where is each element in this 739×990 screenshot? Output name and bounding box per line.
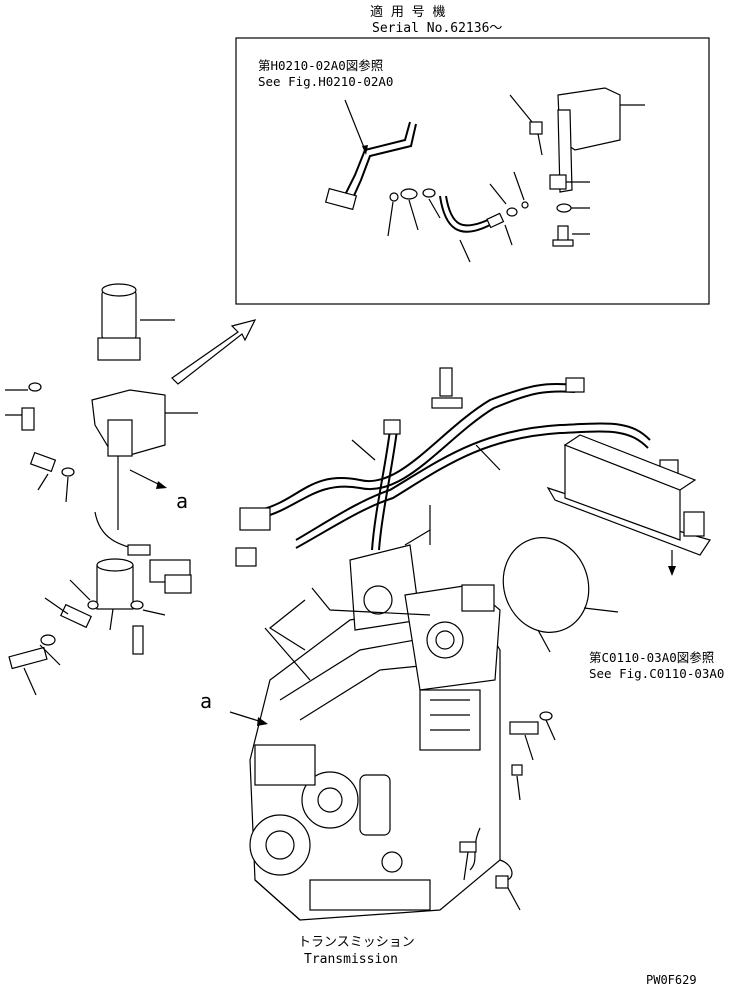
right-bolts xyxy=(459,711,556,911)
inset-ref-en: See Fig.H0210-02A0 xyxy=(258,74,393,89)
footer-title-en: Transmission xyxy=(304,952,398,967)
cooler-ref-jp: 第C0110-03A0図参照 xyxy=(589,650,714,665)
view-a-main-label: a xyxy=(200,689,212,713)
inset-pipe xyxy=(324,99,417,211)
view-a-left-label: a xyxy=(176,489,188,513)
inset-ref-jp: 第H0210-02A0図参照 xyxy=(258,58,383,73)
view-a-main-arrow xyxy=(229,711,268,726)
inset-fittings xyxy=(387,171,529,263)
left-bolts: a xyxy=(5,382,188,513)
left-bracket xyxy=(91,389,198,530)
oil-cooler xyxy=(546,434,711,576)
o-ring xyxy=(502,537,619,653)
transmission-leaders xyxy=(264,505,431,681)
inset-frame xyxy=(235,37,710,305)
transmission-body xyxy=(249,544,501,921)
direction-arrow xyxy=(171,319,257,385)
drawing-number: PW0F629 xyxy=(646,973,697,987)
header-applicable: 適 用 号 機 xyxy=(370,4,445,20)
footer-title-jp: トランスミッション xyxy=(298,935,415,950)
left-solenoid xyxy=(8,511,192,696)
inset-bracket xyxy=(509,87,645,247)
pump-motor xyxy=(97,283,175,361)
cooler-ref-en: See Fig.C0110-03A0 xyxy=(589,666,724,681)
header-serial: Serial No.62136～ xyxy=(372,21,502,36)
